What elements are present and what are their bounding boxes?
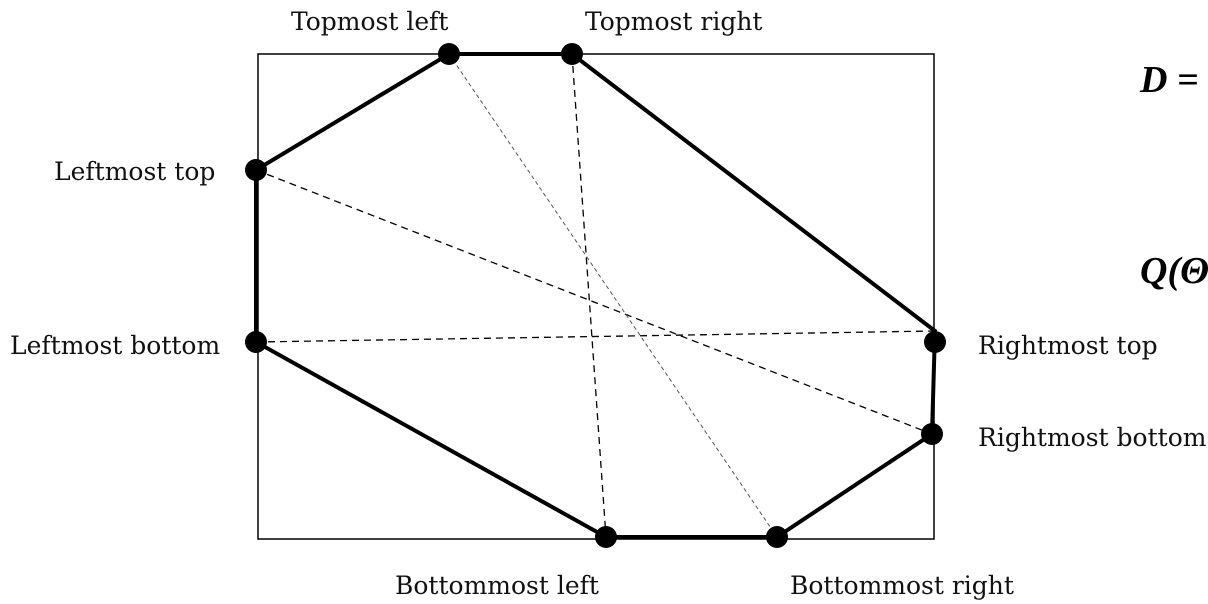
equation-d: D = [1139, 59, 1199, 101]
label-rightmost-top: Rightmost top [978, 331, 1158, 360]
label-rightmost-bottom: Rightmost bottom [978, 423, 1207, 452]
label-leftmost-top: Leftmost top [54, 157, 215, 186]
vertex-bottommost-right [766, 526, 788, 548]
vertex-bottommost-left [595, 526, 617, 548]
bounding-box [257, 53, 935, 540]
convex-hull-outline [254, 52, 938, 539]
diagonal-topmost-left-to-bottommost-right [448, 53, 778, 538]
diagonal-leftmost-top-to-rightmost-bottom [255, 169, 933, 435]
label-topmost-left: Topmost left [291, 7, 448, 36]
label-topmost-right: Topmost right [585, 7, 762, 36]
vertex-rightmost-bottom [921, 423, 943, 445]
vertex-rightmost-top [924, 331, 946, 353]
label-bottommost-right: Bottommost right [790, 571, 1014, 600]
vertex-leftmost-top [245, 159, 267, 181]
vertex-topmost-right [561, 43, 583, 65]
diagonal-topmost-right-to-bottommost-left [571, 53, 607, 538]
vertex-topmost-left [438, 43, 460, 65]
equation-q-theta: Q(Θ [1140, 250, 1208, 292]
label-leftmost-bottom: Leftmost bottom [10, 331, 220, 360]
diagonal-leftmost-bottom-to-rightmost-top [255, 330, 936, 343]
label-bottommost-left: Bottommost left [395, 571, 599, 600]
vertex-leftmost-bottom [245, 331, 267, 353]
